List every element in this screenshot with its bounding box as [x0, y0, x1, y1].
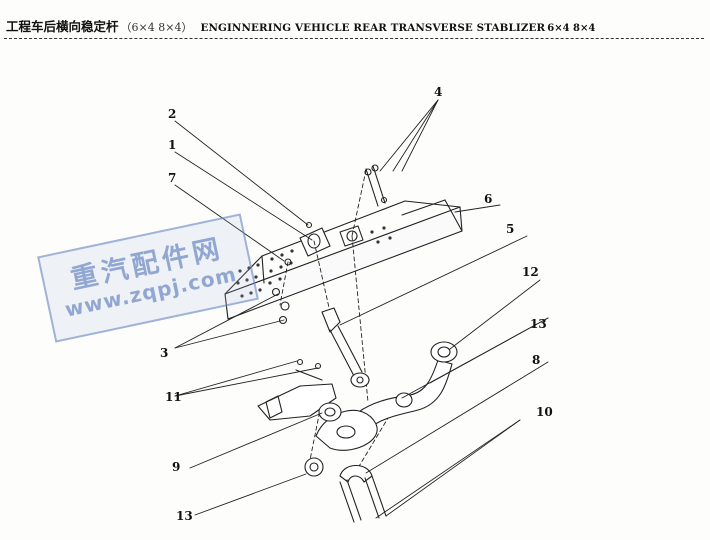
- callout-11: 11: [165, 390, 182, 404]
- title-chinese-code: （6×4 8×4）: [120, 21, 193, 34]
- callout-13-upper: 13: [530, 317, 547, 331]
- bolts-top: [364, 164, 388, 207]
- title-english: ENGINNERING VEHICLE REAR TRANSVERSE STAB…: [200, 22, 546, 34]
- callout-2: 2: [168, 107, 176, 121]
- frame-rail: [224, 199, 463, 320]
- callout-6: 6: [484, 192, 492, 206]
- page-title: 工程车后横向稳定杆（6×4 8×4） ENGINNERING VEHICLE RE…: [6, 16, 704, 35]
- callout-3: 3: [160, 346, 168, 360]
- callout-5: 5: [506, 222, 514, 236]
- callout-8: 8: [532, 353, 540, 367]
- title-rule: [4, 38, 704, 39]
- callout-4: 4: [434, 85, 442, 99]
- lower-bracket: [257, 358, 342, 422]
- title-english-code: 6×4 8×4: [547, 23, 596, 34]
- link-rod: [321, 307, 370, 388]
- rail-bracket: [284, 221, 364, 266]
- stabilizer-bar: [315, 341, 458, 451]
- leader-lines: [174, 99, 549, 519]
- u-bolt: [339, 475, 387, 523]
- callout-labels: 4 2 1 7 6 5 12 3 13 11 8 10 9 13: [160, 85, 553, 523]
- bushing-clamp: [304, 457, 373, 483]
- rail-holes: [236, 226, 392, 298]
- callout-13-lower: 13: [176, 509, 193, 523]
- callout-12: 12: [522, 265, 539, 279]
- callout-10: 10: [536, 405, 553, 419]
- callout-1: 1: [168, 138, 176, 152]
- title-chinese: 工程车后横向稳定杆: [6, 19, 119, 34]
- callout-7: 7: [168, 171, 176, 185]
- callout-9: 9: [172, 460, 180, 474]
